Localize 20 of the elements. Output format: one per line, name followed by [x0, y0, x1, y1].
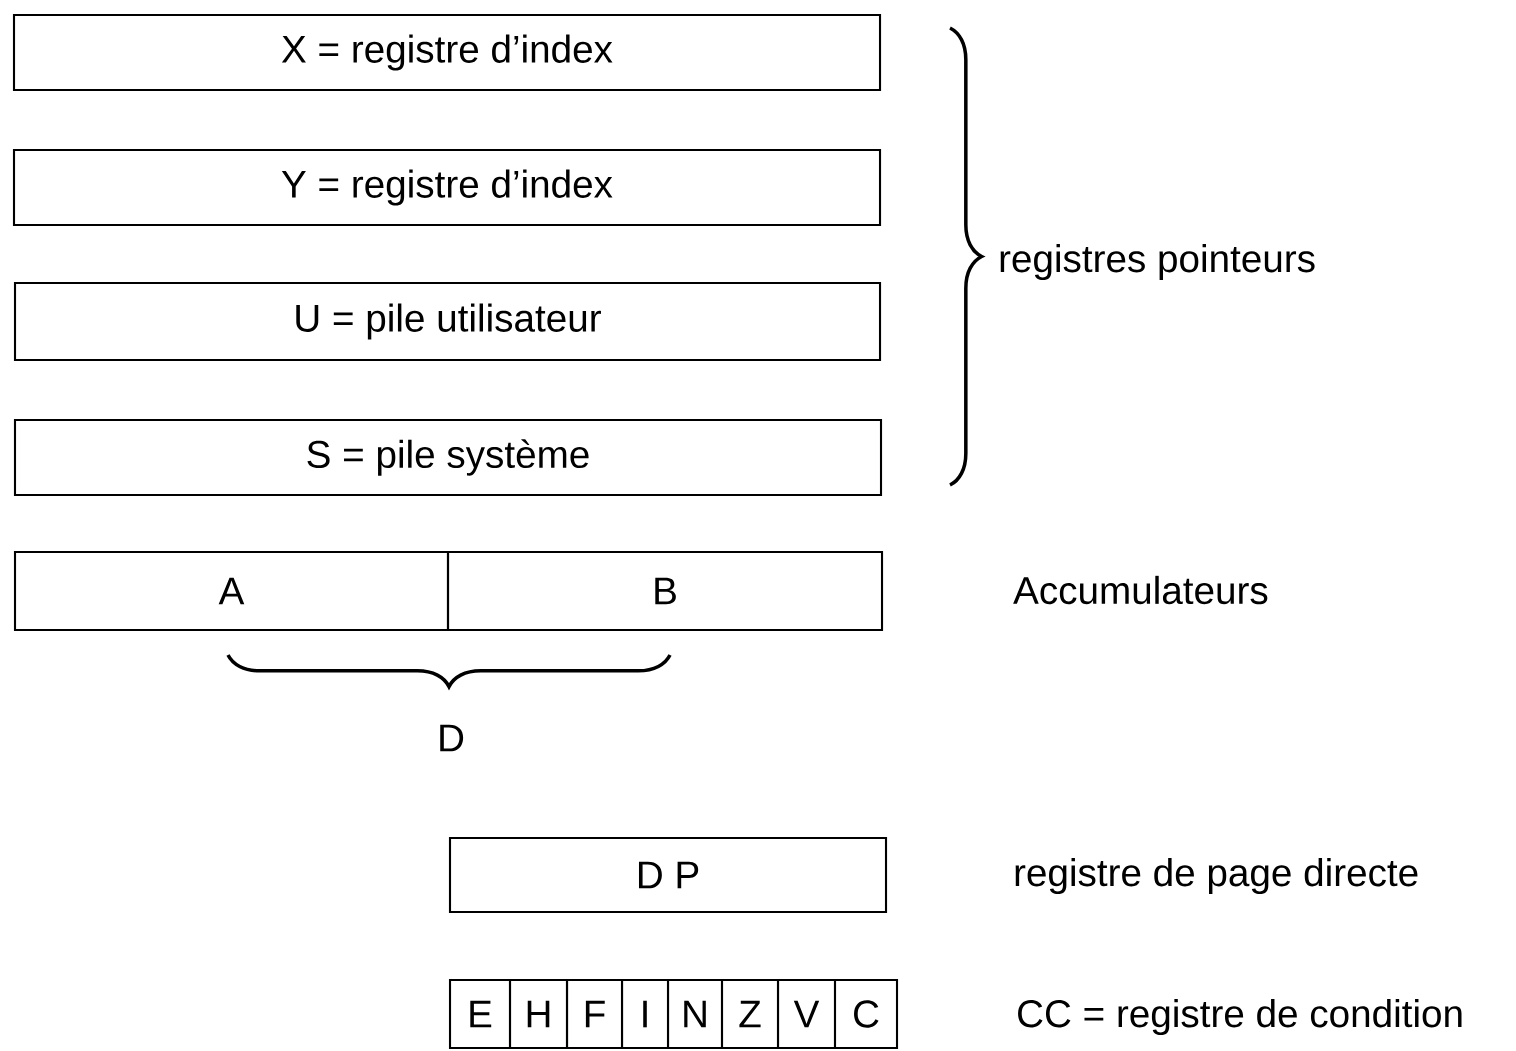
- register-box: A: [13, 550, 450, 632]
- register-box: Y = registre d’index: [12, 148, 882, 227]
- register-box: B: [446, 550, 884, 632]
- side-label: registres pointeurs: [1000, 244, 1315, 280]
- flag-cell: N: [666, 978, 724, 1050]
- flag-cell: E: [448, 978, 512, 1050]
- side-label: CC = registre de condition: [1018, 999, 1462, 1035]
- register-box: S = pile système: [13, 418, 883, 497]
- flag-cell: Z: [720, 978, 780, 1050]
- side-label: Accumulateurs: [1013, 575, 1268, 605]
- register-box: D P: [448, 836, 888, 914]
- flag-cell: V: [776, 978, 837, 1050]
- side-label: D: [440, 724, 464, 752]
- side-label: registre de page directe: [1015, 858, 1418, 894]
- flag-cell: H: [508, 978, 569, 1050]
- register-box: X = registre d’index: [12, 13, 882, 92]
- flag-cell: F: [565, 978, 624, 1050]
- flag-cell: C: [833, 978, 899, 1050]
- flag-cell: I: [620, 978, 670, 1050]
- register-box: U = pile utilisateur: [13, 281, 882, 362]
